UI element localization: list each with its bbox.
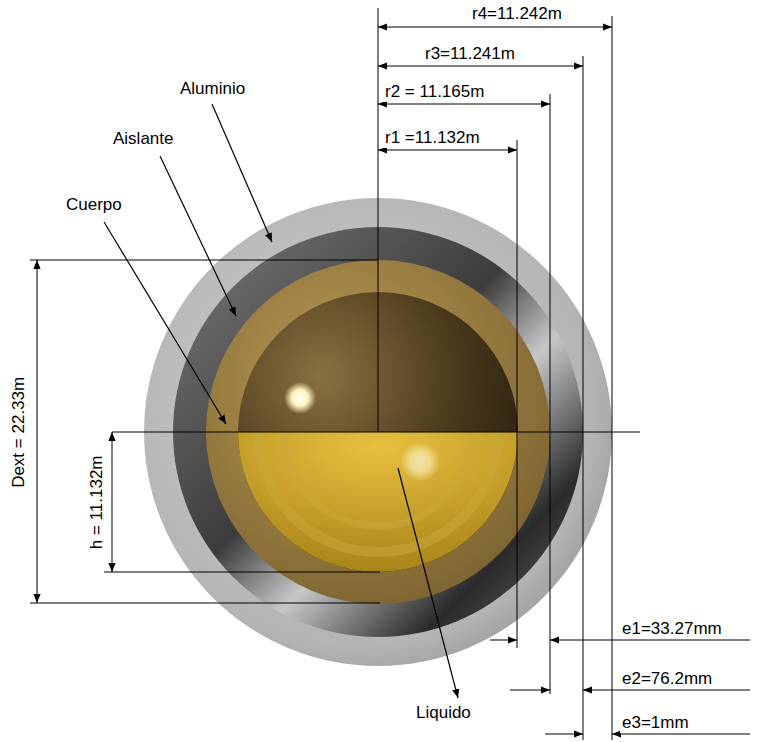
- diameter-dimension: Dext = 22.33m: [11, 374, 30, 489]
- highlight: [400, 442, 440, 482]
- part-name: Liquido: [414, 704, 473, 723]
- leader-arrows: [104, 104, 458, 698]
- thickness-dimension: e1=33.27mm: [620, 620, 724, 639]
- radius-dimension: r1 =11.132m: [383, 129, 482, 148]
- part-name: Aislante: [111, 130, 175, 149]
- height-dimension: h = 11.132m: [88, 453, 107, 551]
- part-name: Cuerpo: [64, 196, 124, 215]
- liquid-ring: [284, 432, 472, 526]
- radius-dimension: r3=11.241m: [423, 45, 517, 64]
- thickness-dimension: e3=1mm: [620, 714, 691, 733]
- liquid: [238, 432, 518, 572]
- thickness-dimension: e2=76.2mm: [620, 670, 714, 689]
- liquid-ring: [258, 432, 498, 552]
- dimension-lines: [30, 8, 750, 740]
- radius-dimension: r4=11.242m: [470, 5, 564, 24]
- part-name: Aluminio: [178, 80, 247, 99]
- radius-dimension: r2 = 11.165m: [383, 83, 486, 102]
- highlight: [284, 382, 316, 414]
